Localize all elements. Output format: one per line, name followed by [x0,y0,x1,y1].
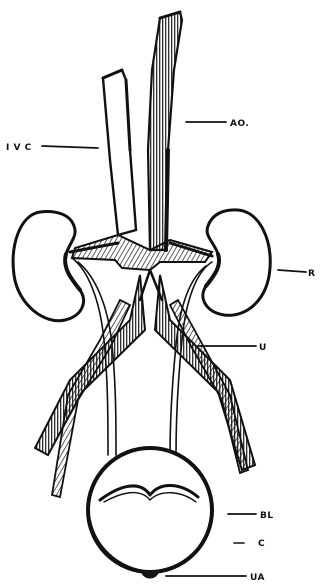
aorta [148,12,182,250]
bladder-label: BL [260,511,274,521]
inferior-vena-cava [103,70,136,235]
bladder [88,448,212,572]
aorta-label: AO. [230,119,249,129]
urethra [142,570,158,578]
renal-label: R [308,269,315,279]
left-kidney [13,212,83,321]
ivc-label: I V C [6,143,32,153]
renal-vessels [70,235,212,270]
urethra-label: UA [250,573,265,583]
ureter-label: U [259,343,267,353]
c-label: C [258,539,265,549]
right-kidney [203,210,270,315]
